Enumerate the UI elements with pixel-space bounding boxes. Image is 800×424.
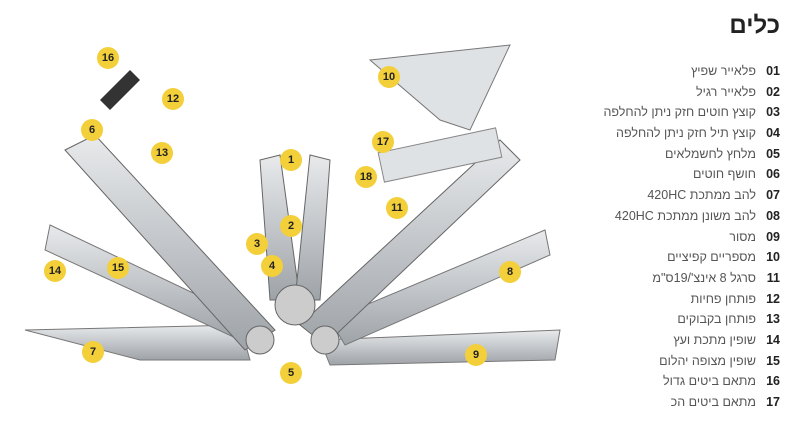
legend-item: 11 סרגל 8 אינצ'/19ס"מ (570, 271, 780, 292)
item-label: פלאייר שפיץ (690, 64, 756, 78)
marker-8: 8 (499, 261, 521, 283)
item-label: מסור (729, 229, 756, 244)
item-label: פלאייר רגיל (696, 84, 756, 99)
legend-item: 06 חושף חוטים (570, 167, 780, 188)
legend-item: 08 להב משונן ממתכת 420HC (570, 209, 780, 230)
marker-2: 2 (280, 215, 302, 237)
item-label: חושף חוטים (693, 167, 756, 182)
item-number: 15 (766, 353, 780, 368)
marker-17: 17 (372, 131, 394, 153)
item-number: 12 (766, 291, 780, 306)
item-label: להב ממתכת 420HC (647, 188, 756, 203)
legend-item: 07 להב ממתכת 420HC (570, 188, 780, 209)
tools-legend: כלים 01 פלאייר שפיץ 02 פלאייר רגיל 03 קוצץ חו… (570, 12, 780, 416)
marker-3: 3 (246, 233, 268, 255)
legend-item: 12 פותחן פחיות (570, 292, 780, 313)
legend-item: 09 מסור (570, 230, 780, 251)
legend-item: 02 פלאייר רגיל (570, 85, 780, 106)
item-number: 11 (766, 270, 780, 285)
marker-13: 13 (151, 142, 173, 164)
legend-item: 04 קוצץ תיל חזק ניתן להחלפה (570, 126, 780, 147)
legend-item: 15 שופין מצופה יהלום (570, 354, 780, 375)
item-number: 14 (766, 332, 780, 347)
legend-item: 05 מלחץ לחשמלאים (570, 147, 780, 168)
marker-1: 1 (280, 149, 302, 171)
item-number: 02 (766, 84, 780, 99)
scissors (368, 44, 511, 131)
item-label: שופין מצופה יהלום (659, 353, 756, 368)
left-handle (64, 134, 276, 351)
item-label: מלחץ לחשמלאים (665, 146, 756, 161)
item-number: 16 (766, 374, 780, 389)
pliers-right-jaw (294, 154, 331, 301)
marker-4: 4 (261, 255, 283, 277)
item-number: 07 (766, 188, 780, 203)
marker-5: 5 (280, 362, 302, 384)
item-label: פותחן בקבוקים (677, 312, 756, 327)
item-label: פותחן פחיות (690, 291, 756, 306)
item-label: מספריים קפיציים (667, 250, 756, 265)
item-number: 06 (766, 167, 780, 182)
legend-item: 01 פלאייר שפיץ (570, 64, 780, 85)
multitool-illustration (24, 44, 561, 366)
item-number: 05 (766, 146, 780, 161)
item-label: מתאם ביטים הכ (670, 395, 756, 409)
item-label: להב משונן ממתכת 420HC (614, 208, 756, 223)
item-number: 13 (766, 312, 780, 327)
marker-16: 16 (97, 47, 119, 69)
item-label: מתאם ביטים גדול (663, 374, 756, 389)
marker-15: 15 (107, 257, 129, 279)
item-number: 09 (766, 229, 780, 244)
legend-item: 14 שופין מתכת ועץ (570, 333, 780, 354)
knife-blade (24, 324, 251, 361)
legend-item: 17 מתאם ביטים הכ (570, 395, 780, 416)
item-number: 01 (766, 64, 780, 78)
item-number: 08 (766, 208, 780, 223)
legend-item: 10 מספריים קפיציים (570, 250, 780, 271)
marker-11: 11 (386, 197, 408, 219)
marker-14: 14 (44, 260, 66, 282)
item-number: 04 (766, 126, 780, 141)
marker-18: 18 (355, 166, 377, 188)
marker-6: 6 (81, 119, 103, 141)
item-label: סרגל 8 אינצ'/19ס"מ (652, 270, 756, 285)
marker-12: 12 (162, 88, 184, 110)
marker-9: 9 (465, 344, 487, 366)
item-number: 17 (766, 395, 780, 409)
ruler (377, 127, 503, 183)
item-number: 03 (766, 105, 780, 120)
item-label: קוצץ תיל חזק ניתן להחלפה (616, 126, 756, 141)
item-label: שופין מתכת ועץ (673, 332, 756, 347)
bit-driver (100, 70, 140, 110)
marker-10: 10 (378, 66, 400, 88)
legend-item: 03 קוצץ חוטים חזק ניתן להחלפה (570, 105, 780, 126)
saw-blade (319, 329, 561, 366)
item-number: 10 (766, 250, 780, 265)
serrated-blade (329, 229, 551, 346)
marker-7: 7 (82, 341, 104, 363)
legend-title: כלים (729, 12, 780, 39)
legend-item: 13 פותחן בקבוקים (570, 312, 780, 333)
item-label: קוצץ חוטים חזק ניתן להחלפה (603, 105, 756, 120)
legend-item: 16 מתאם ביטים גדול (570, 374, 780, 395)
